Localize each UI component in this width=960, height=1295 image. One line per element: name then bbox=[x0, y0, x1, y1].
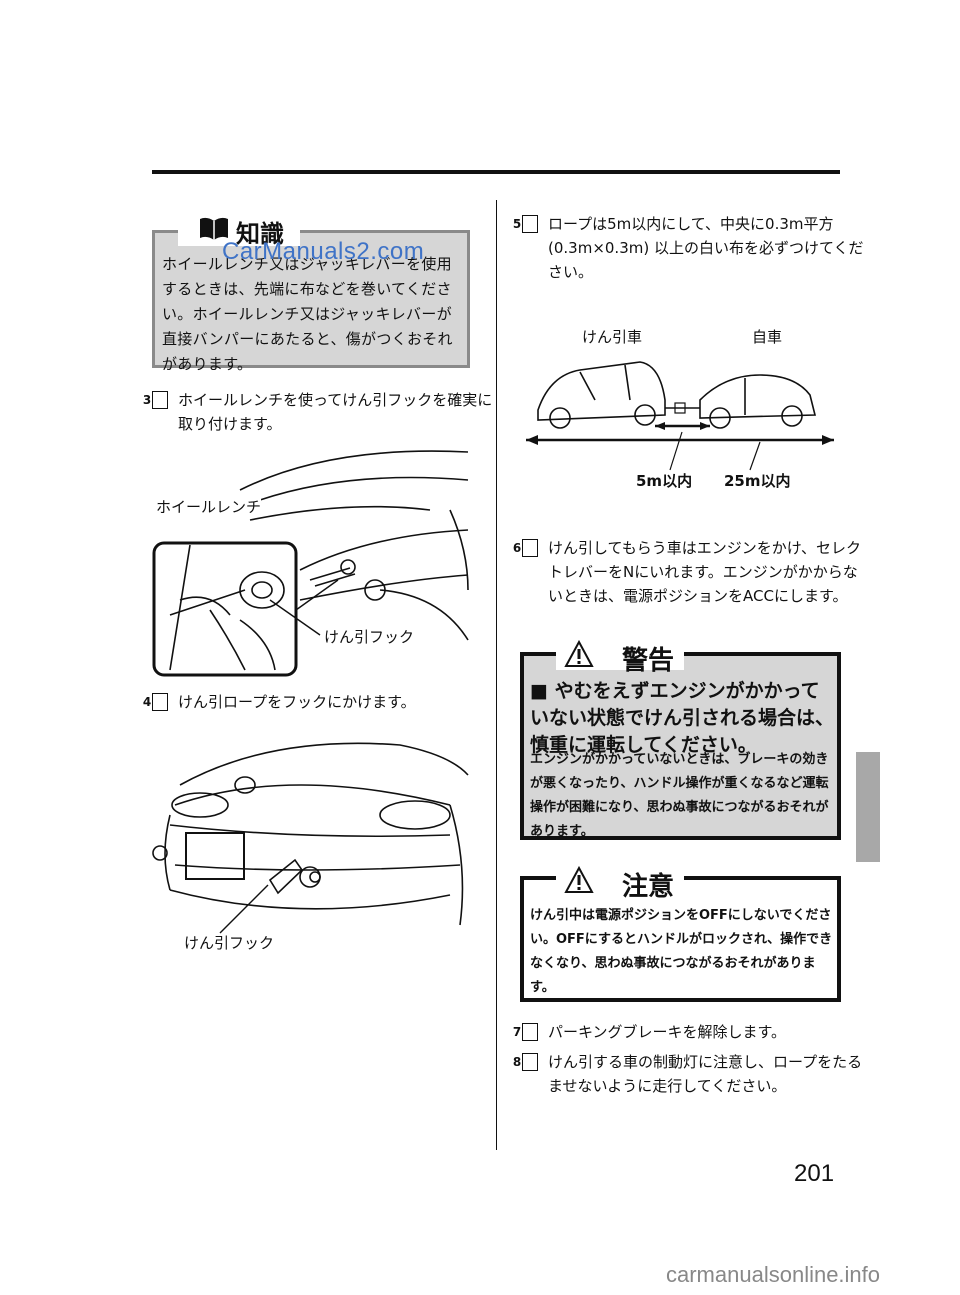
step-number: 7 bbox=[513, 1023, 538, 1041]
tip-box bbox=[152, 230, 470, 368]
step-6: 6 けん引してもらう車はエンジンをかけ、セレクトレバーをNにいれます。エンジンがか… bbox=[513, 536, 868, 608]
step-text: ロープは5m以内にして、中央に0.3m平方(0.3m×0.3m) 以上の白い布を… bbox=[548, 215, 864, 281]
column-divider bbox=[496, 200, 497, 1150]
step-text: けん引ロープをフックにかけます。 bbox=[178, 693, 416, 711]
step-text: けん引してもらう車はエンジンをかけ、セレクトレバーをNにいれます。エンジンがかか… bbox=[548, 539, 862, 605]
wrench-illustration bbox=[152, 450, 469, 677]
page-number: 201 bbox=[794, 1160, 835, 1187]
step-4: 4 けん引ロープをフックにかけます。 bbox=[143, 690, 496, 714]
step-number: 3 bbox=[143, 391, 168, 409]
step-text: パーキングブレーキを解除します。 bbox=[548, 1023, 787, 1041]
label-own-car: 自車 bbox=[752, 328, 783, 346]
footer-watermark: carmanualsonline.info bbox=[666, 1262, 881, 1287]
label-tow-hook: けん引フック bbox=[324, 628, 415, 646]
top-rule bbox=[152, 170, 840, 174]
label-tow-car: けん引車 bbox=[582, 328, 643, 346]
step-5: 5 ロープは5m以内にして、中央に0.3m平方(0.3m×0.3m) 以上の白い布… bbox=[513, 212, 868, 284]
warning-box bbox=[520, 652, 841, 840]
chapter-thumb-tab bbox=[856, 752, 880, 862]
step-8: 8 けん引する車の制動灯に注意し、ロープをたるませないように走行してください。 bbox=[513, 1050, 868, 1098]
label-25m: 25m以内 bbox=[724, 472, 791, 490]
step-number: 6 bbox=[513, 539, 538, 557]
caution-triangle-icon bbox=[564, 866, 594, 893]
step-number: 5 bbox=[513, 215, 538, 233]
tip-title: 知識 bbox=[236, 220, 284, 248]
step-3: 3 ホイールレンチを使ってけん引フックを確実に取り付けます。 bbox=[143, 388, 496, 436]
label-wheel-wrench: ホイールレンチ bbox=[156, 496, 262, 517]
caution-title: 注意 bbox=[622, 872, 675, 902]
tip-body: ホイールレンチ又はジャッキレバーを使用するときは、先端に布などを巻いてください。… bbox=[162, 255, 453, 373]
caution-box bbox=[520, 876, 841, 1002]
step-number: 8 bbox=[513, 1053, 538, 1071]
warning-triangle-icon bbox=[564, 640, 594, 667]
warning-lead: ■ やむをえずエンジンがかかっていない状態でけん引される場合は、慎重に運転してく… bbox=[530, 680, 835, 756]
label-tow-hook: けん引フック bbox=[184, 934, 275, 952]
step-number: 4 bbox=[143, 693, 168, 711]
label-5m: 5m以内 bbox=[636, 472, 693, 490]
watermark-logo: CarManuals2.com bbox=[222, 238, 425, 265]
warning-body: エンジンがかかっていないときは、ブレーキの効きが悪くなったり、ハンドル操作が重く… bbox=[530, 752, 829, 839]
towing-diagram bbox=[526, 361, 834, 471]
step-7: 7 パーキングブレーキを解除します。 bbox=[513, 1020, 868, 1044]
caution-body: けん引中は電源ポジションをOFFにしないでください。OFFにするとハンドルがロッ… bbox=[530, 908, 833, 995]
tip-header-bg bbox=[178, 210, 300, 246]
book-icon bbox=[200, 217, 228, 240]
hook-illustration bbox=[152, 742, 469, 934]
step-text: けん引する車の制動灯に注意し、ロープをたるませないように走行してください。 bbox=[548, 1053, 863, 1095]
warning-title: 警告 bbox=[622, 646, 675, 676]
step-text: ホイールレンチを使ってけん引フックを確実に取り付けます。 bbox=[178, 391, 493, 433]
